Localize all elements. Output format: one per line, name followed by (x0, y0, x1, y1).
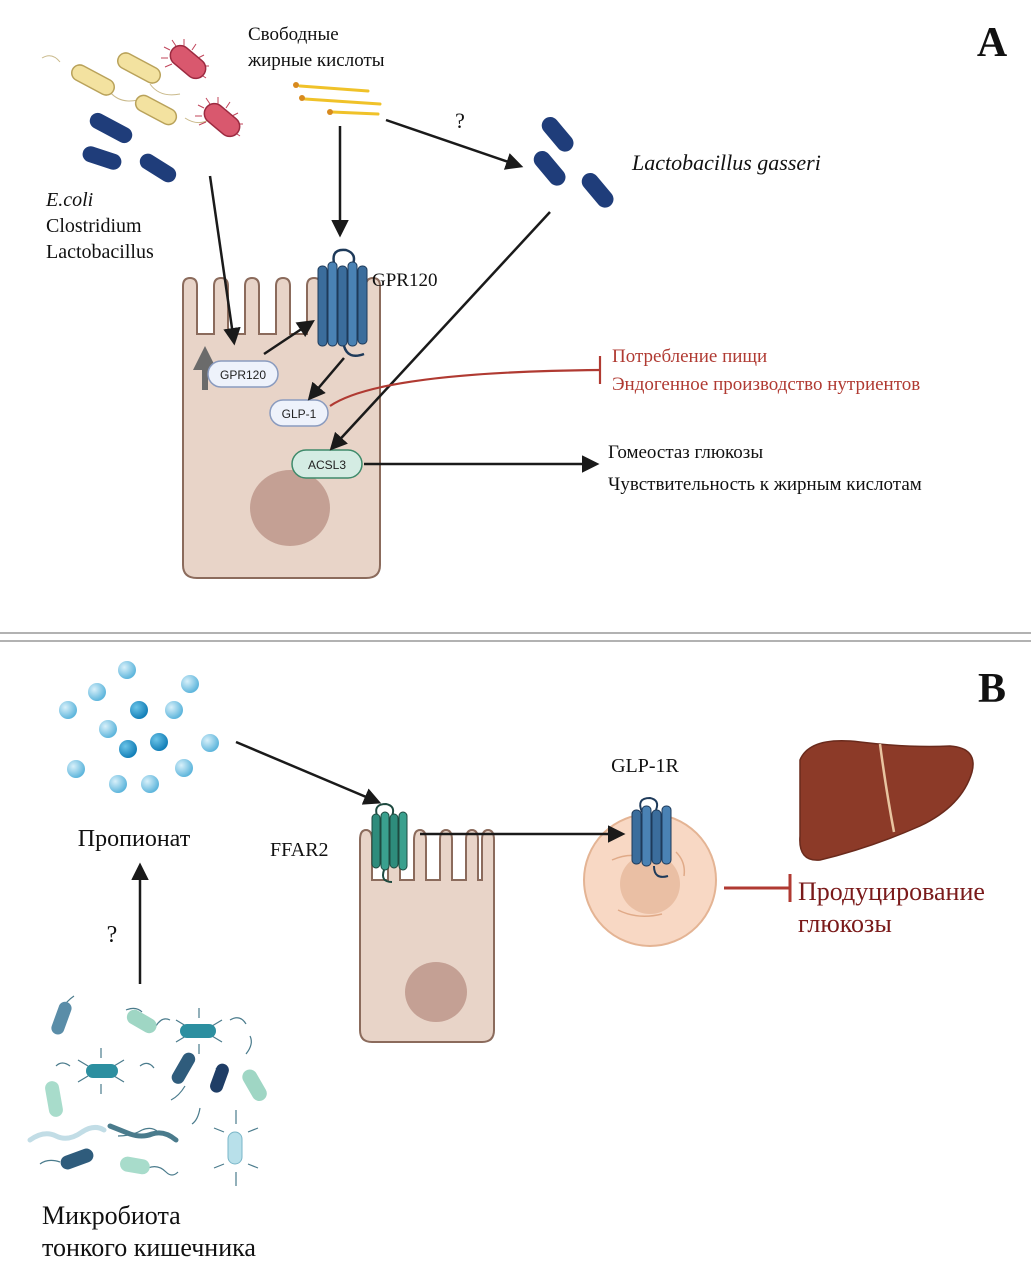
microbiota-label-line2: тонкого кишечника (42, 1233, 256, 1262)
unknown-mechanism-question-a: ? (455, 108, 465, 133)
bacteria-label-lactobacillus: Lactobacillus (46, 241, 154, 263)
acsl3-badge-label: ACSL3 (308, 458, 346, 472)
panel-a-arrows (208, 118, 600, 473)
arrow-gpr120-to-receptor (263, 320, 315, 356)
glp1r-receptor-icon (631, 796, 672, 878)
outcome-glucose-homeostasis: Гомеостаз глюкозы (608, 442, 763, 463)
unknown-mechanism-question-b: ? (107, 922, 118, 948)
outcome-fatty-acid-sensitivity: Чувствительность к жирным кислотам (608, 474, 922, 495)
ffar2-receptor-label: FFAR2 (270, 839, 329, 861)
glp1r-receptor-label: GLP-1R (611, 755, 679, 777)
small-intestine-microbiota-icon (27, 995, 267, 1186)
inhibition-glucose-production (724, 874, 792, 902)
gpr120-receptor-icon (317, 248, 368, 357)
panel-b-arrows (131, 740, 626, 984)
propionate-label: Пропионат (78, 826, 191, 852)
nucleus (250, 470, 330, 546)
glp1-badge-label: GLP-1 (282, 407, 317, 421)
propionate-molecules-icon (59, 661, 219, 793)
lactobacillus-gasseri-icon (533, 117, 614, 208)
bacteria-label-ecoli: E.coli (45, 189, 93, 211)
arrow-lacto-to-acsl3 (329, 211, 551, 451)
inhibition-glp1 (329, 356, 602, 407)
panel-b: B Пропионат ? (27, 661, 1006, 1262)
panel-divider (0, 632, 1031, 642)
arrow-propionate-to-ffar2 (235, 740, 382, 805)
panel-a: A E.coli Clostri (41, 20, 1008, 579)
ffa-label-line1: Свободные (248, 24, 339, 45)
outcome-endogenous-nutrients: Эндогенное производство нутриентов (612, 374, 920, 395)
microbiota-label-line1: Микробиота (42, 1201, 181, 1230)
glp1-badge: GLP-1 (269, 399, 329, 427)
outcome-glucose-production-line1: Продуцирование (798, 877, 985, 906)
gpr120-badge-label: GPR120 (220, 368, 266, 382)
liver-icon (799, 740, 974, 861)
ffar2-receptor-icon (371, 802, 408, 883)
panel-a-letter: A (977, 20, 1008, 66)
acsl3-badge: ACSL3 (291, 449, 363, 479)
enteroendocrine-cell-a (182, 276, 381, 579)
target-cell (583, 813, 717, 947)
lactobacillus-gasseri-label: Lactobacillus gasseri (631, 150, 821, 175)
arrow-receptor-to-glp1 (307, 357, 345, 401)
gpr120-badge: GPR120 (207, 360, 279, 388)
arrow-bacteria-to-gpr120 (208, 175, 241, 346)
panel-b-letter: B (978, 666, 1006, 712)
fatty-acid-icon (293, 82, 382, 116)
ffa-label-line2: жирные кислоты (247, 50, 385, 71)
outcome-food-intake: Потребление пищи (612, 346, 767, 367)
bacteria-label-clostridium: Clostridium (46, 215, 142, 237)
arrow-ffa-to-lacto (385, 118, 524, 170)
gut-bacteria-cluster-icon (41, 39, 243, 183)
outcome-glucose-production-line2: глюкозы (798, 909, 892, 938)
gpr120-receptor-label: GPR120 (372, 270, 437, 291)
